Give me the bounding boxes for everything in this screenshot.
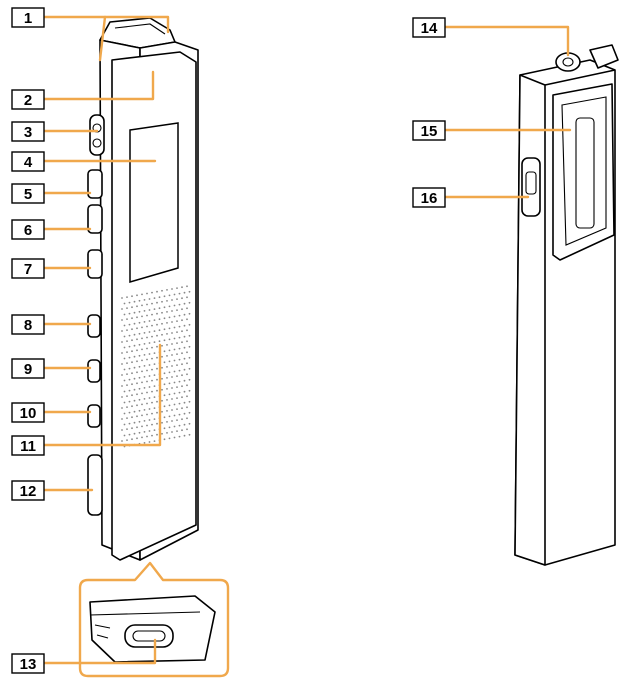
hold-switch [521,157,541,217]
svg-text:1: 1 [24,10,32,27]
side-button-9 [87,359,101,383]
callout-9: 9 [11,358,45,379]
svg-text:7: 7 [24,261,32,278]
callout-3: 3 [11,121,45,142]
side-button-7 [87,249,103,279]
svg-text:10: 10 [20,405,37,422]
svg-text:3: 3 [24,124,32,141]
side-button-8 [87,314,101,338]
callout-15: 15 [412,120,446,141]
svg-text:8: 8 [24,317,32,334]
svg-text:6: 6 [24,222,32,239]
svg-text:5: 5 [24,186,32,203]
speaker-grille [121,285,191,448]
usb-connector [124,624,174,648]
side-button-5 [87,169,103,199]
callout-14: 14 [412,17,446,38]
svg-text:4: 4 [24,154,33,171]
svg-text:16: 16 [421,190,438,207]
side-slider-12 [87,454,103,516]
callout-7: 7 [11,258,45,279]
side-jack-3 [89,114,105,156]
callout-5: 5 [11,183,45,204]
callout-4: 4 [11,151,45,172]
svg-text:2: 2 [24,92,32,109]
svg-text:11: 11 [20,438,36,455]
callout-6: 6 [11,219,45,240]
svg-text:14: 14 [421,20,438,37]
recorder-front-view [87,17,199,561]
callout-2: 2 [11,89,45,110]
leader-lines [42,15,572,665]
callout-13: 13 [11,653,45,674]
callout-12: 12 [11,480,45,501]
svg-text:9: 9 [24,361,32,378]
side-button-6 [87,204,103,234]
callout-11: 11 [11,435,45,456]
svg-text:15: 15 [421,123,438,140]
usb-port-detail [89,595,216,663]
callout-1: 1 [11,7,45,28]
svg-text:13: 13 [20,656,37,673]
clip [552,83,615,261]
side-button-10 [87,404,101,428]
detail-bracket [78,561,230,678]
svg-text:12: 12 [20,483,37,500]
callout-16: 16 [412,187,446,208]
callout-8: 8 [11,314,45,335]
display-window [129,122,179,283]
callout-10: 10 [11,402,45,423]
recorder-back-view [514,44,619,566]
